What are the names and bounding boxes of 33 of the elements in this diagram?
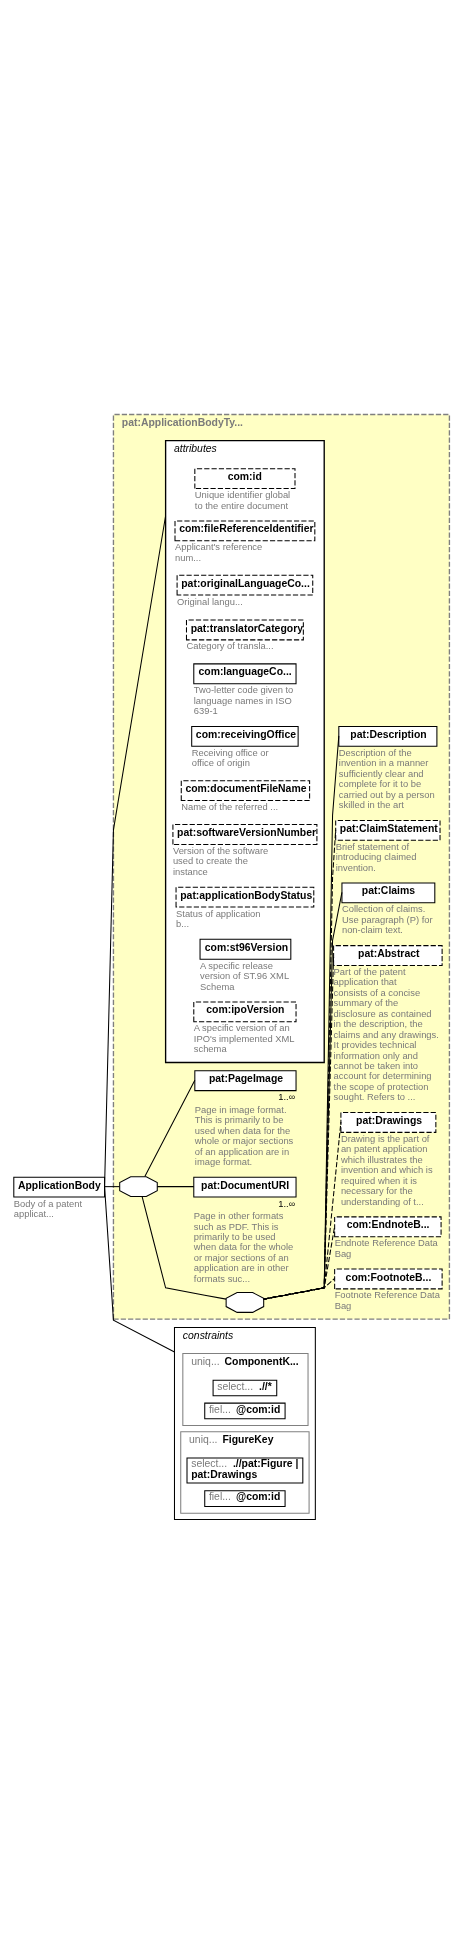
node-label: 1..∞	[278, 1197, 296, 1209]
node-label: A specific release version of ST.96 XML Schema	[200, 959, 290, 992]
connector	[141, 1195, 227, 1300]
node-label: Body of a patent applicat...	[13, 1197, 83, 1219]
node-label: Category of transla...	[186, 639, 274, 651]
node-octagon	[119, 1175, 158, 1197]
node-label: Page in image format. This is primarily to be used when data for the whole or major sections of an application are in image format.	[194, 1103, 294, 1167]
connector	[156, 1185, 195, 1187]
node-label: Brief statement of introducing claimed invention.	[335, 840, 417, 873]
node-label: Footnote Reference Data Bag	[334, 1288, 440, 1311]
connector	[263, 734, 340, 1300]
node-label: Version of the software used to create the instance	[172, 844, 269, 877]
node-label: 1..∞	[278, 1090, 296, 1102]
node-label: Endnote Reference Data Bag	[334, 1236, 438, 1259]
node-label: Original langu...	[177, 595, 243, 607]
node-label: Description of the invention in a manner sufficiently clear and complete for it to be carried out by a person skilled in the art	[338, 746, 435, 810]
node-label: Applicant's reference num...	[175, 540, 263, 563]
connector	[144, 1079, 196, 1177]
node-label: Receiving office or office of origin	[191, 746, 269, 768]
node-label: Status of application b...	[176, 907, 261, 929]
node-label: Collection of claims. Use paragraph (P) for non-claim text.	[341, 902, 433, 935]
node-label: Name of the referred ...	[181, 800, 279, 812]
node-label: Page in other formats such as PDF. This is primarily to be used when data for the whole or major sections of an application are in other formats suc...	[193, 1209, 294, 1284]
node-label: Two-letter code given to language names in ISO 639-1	[193, 683, 294, 716]
node-label: A specific version of an IPO's implemented XML schema	[193, 1021, 295, 1054]
node-box: select... .//*	[212, 1379, 278, 1396]
node-label: Part of the patent application that consists of a concise summary of the disclosure as contained in the description, the claims and any drawings. It provides technical information only and cannot be taken into account for determining the scope of protection sought. Refers to ...	[333, 965, 439, 1102]
node-box: select... .//pat:Figure | pat:Drawings	[186, 1456, 304, 1483]
node-octagon	[225, 1291, 265, 1313]
node-box: fiel... @com:id	[204, 1489, 286, 1507]
node-label: Drawing is the part of an patent application which illustrates the invention and which is required when it is necessary for the understanding of t...	[340, 1132, 433, 1207]
node-box: fiel... @com:id	[204, 1402, 286, 1419]
node-label: Unique identifier global to the entire document	[194, 488, 291, 511]
